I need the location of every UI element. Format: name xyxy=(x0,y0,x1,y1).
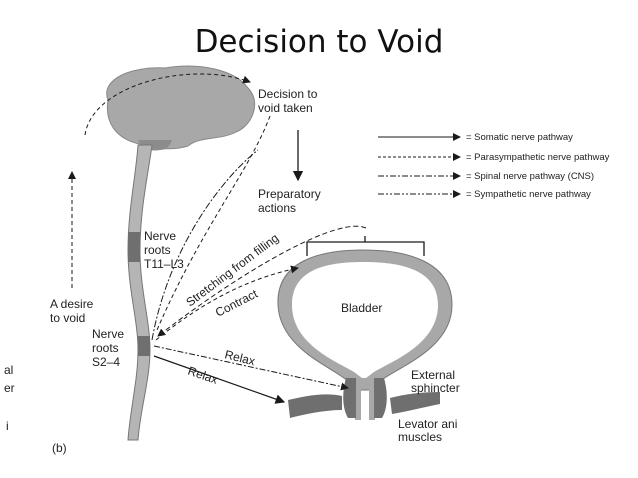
label-preparatory-2: actions xyxy=(258,201,296,215)
label-cut-2: er xyxy=(4,381,15,395)
label-levator-2: muscles xyxy=(398,430,442,444)
label-levator-1: Levator ani xyxy=(398,417,457,431)
label-preparatory-1: Preparatory xyxy=(258,187,321,201)
pathway-ascending xyxy=(151,149,259,341)
pathway-relax-1 xyxy=(153,345,349,391)
sphincter-left xyxy=(343,378,356,418)
label-sphincter-2: sphincter xyxy=(411,381,460,395)
label-decision-2: void taken xyxy=(258,101,313,115)
legend-parasympathetic: = Parasympathetic nerve pathway xyxy=(466,152,610,163)
nerve-segment-upper xyxy=(128,232,140,262)
legend-sympathetic: = Sympathetic nerve pathway xyxy=(466,189,591,200)
label-nerve-lower-3: S2–4 xyxy=(92,355,120,369)
label-nerve-upper-2: roots xyxy=(144,243,171,257)
label-desire-1: A desire xyxy=(50,297,94,311)
label-cut-3: i xyxy=(6,419,9,433)
bladder-inner xyxy=(292,262,438,378)
pathway-relax-2 xyxy=(153,355,286,404)
label-nerve-upper-3: T11–L3 xyxy=(144,257,184,271)
slide-title: Decision to Void xyxy=(194,24,444,60)
levator-left xyxy=(288,394,342,418)
legend-somatic: = Somatic nerve pathway xyxy=(466,132,573,143)
levator-right xyxy=(390,392,440,414)
pathway-contract xyxy=(155,265,299,341)
label-nerve-lower-2: roots xyxy=(92,341,119,355)
label-bladder: Bladder xyxy=(341,301,382,315)
brain-shape xyxy=(106,65,256,150)
pathway-decision-descending xyxy=(156,115,271,331)
label-cut-1: al xyxy=(4,363,13,377)
legend-spinal: = Spinal nerve pathway (CNS) xyxy=(466,171,594,182)
spinal-cord xyxy=(127,144,153,441)
label-relax-2: Relax xyxy=(186,364,220,387)
label-nerve-lower-1: Nerve xyxy=(92,327,124,341)
sphincter-right xyxy=(374,378,387,418)
nerve-segment-lower xyxy=(138,336,150,356)
label-relax-1: Relax xyxy=(223,347,256,368)
pathway-stretching xyxy=(157,225,367,337)
legend: = Somatic nerve pathway = Parasympatheti… xyxy=(378,132,610,200)
label-decision-1: Decision to xyxy=(258,87,318,101)
label-desire-2: to void xyxy=(50,311,85,325)
label-nerve-upper-1: Nerve xyxy=(144,229,176,243)
label-sphincter-1: External xyxy=(411,368,455,382)
label-panel: (b) xyxy=(52,441,67,455)
pathway-brain-to-decision xyxy=(84,73,251,136)
